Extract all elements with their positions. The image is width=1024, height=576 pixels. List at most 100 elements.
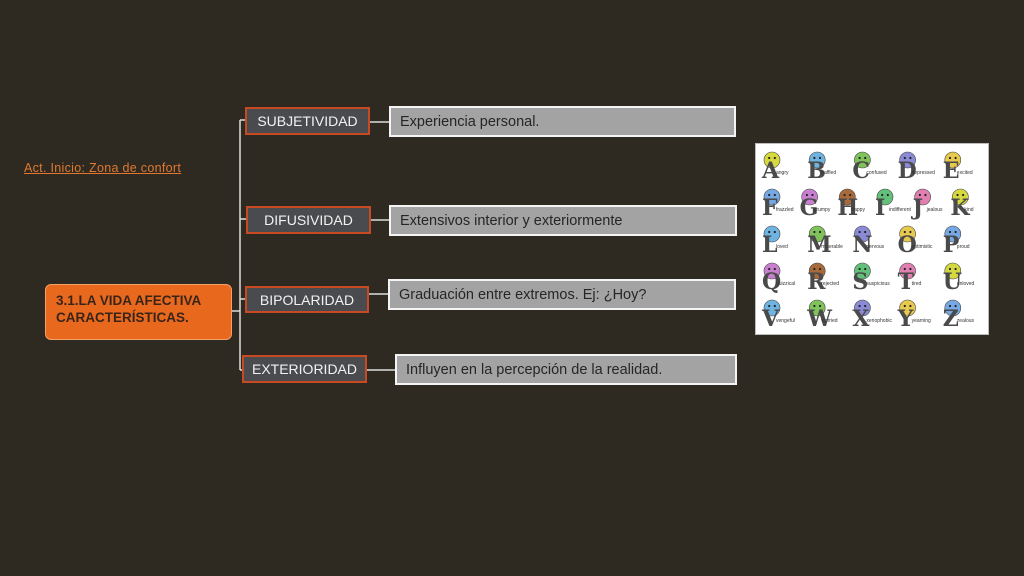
face-eye-icon: [864, 156, 867, 160]
emotion-word: optimistic: [912, 244, 933, 250]
emotion-word: baffled: [821, 170, 836, 176]
face-eye-icon: [903, 267, 906, 271]
emotion-face-icon: [839, 188, 856, 206]
emotion-face-icon: [763, 225, 781, 243]
face-eye-icon: [858, 267, 861, 271]
face-eye-icon: [768, 267, 771, 271]
emotion-word: happy: [851, 207, 865, 213]
emotion-face-icon: [899, 151, 916, 169]
emotion-face-icon: [854, 151, 871, 169]
emotion-face-icon: [854, 299, 871, 317]
alphabet-letter: E: [943, 158, 960, 184]
alphabet-letter: S: [852, 269, 868, 295]
face-eye-icon: [811, 193, 814, 197]
face-eye-icon: [773, 193, 776, 197]
emotion-word: confused: [866, 170, 887, 176]
alphabet-letter: M: [807, 232, 831, 258]
face-eye-icon: [954, 230, 957, 234]
emotion-word: angry: [776, 170, 789, 176]
face-eye-icon: [864, 267, 867, 271]
emotion-word: depressed: [912, 170, 936, 176]
emotion-word: rejected: [821, 281, 839, 287]
alphabet-letter: B: [807, 158, 826, 184]
face-eye-icon: [864, 304, 867, 308]
emotion-face-icon: [808, 262, 826, 280]
emotion-face-icon: [854, 262, 871, 280]
emotion-word: zealous: [957, 318, 975, 324]
face-eye-icon: [909, 304, 912, 308]
face-eye-icon: [886, 193, 889, 197]
emotion-word: quizzical: [776, 281, 795, 287]
face-eye-icon: [768, 230, 771, 234]
emotion-face-icon: [763, 151, 781, 169]
face-eye-icon: [954, 304, 957, 308]
alphabet-letter: J: [911, 195, 923, 221]
node-difusividad: DIFUSIVIDAD: [246, 206, 371, 234]
face-eye-icon: [805, 193, 808, 197]
face-eye-icon: [849, 193, 852, 197]
emotion-face-icon: [854, 225, 871, 243]
emotion-word: frazzled: [776, 207, 794, 213]
emotion-word: indifferent: [889, 207, 911, 213]
face-eye-icon: [813, 267, 816, 271]
face-eye-icon: [909, 230, 912, 234]
alphabet-letter: L: [762, 232, 777, 258]
emotion-word: suspicious: [866, 281, 890, 287]
emotion-face-icon: [944, 225, 962, 243]
emotion-word: jealous: [926, 207, 943, 213]
face-eye-icon: [858, 304, 861, 308]
alphabet-letter: X: [852, 306, 870, 332]
root-title: 3.1.LA VIDA AFECTIVA: [56, 293, 202, 308]
emotion-face-icon: [944, 151, 962, 169]
emotion-word: unloved: [957, 281, 975, 287]
emotion-face-icon: [808, 151, 826, 169]
emotion-face-icon: [952, 188, 969, 206]
emotion-word: vengeful: [776, 318, 795, 324]
alphabet-letter: P: [943, 232, 960, 258]
act-inicio-link[interactable]: Act. Inicio: Zona de confort: [24, 161, 182, 175]
emotion-face-icon: [944, 299, 962, 317]
face-eye-icon: [768, 193, 771, 197]
face-eye-icon: [773, 156, 776, 160]
emotion-word: xenophobic: [866, 318, 892, 324]
emotion-face-icon: [808, 299, 826, 317]
alphabet-letter: W: [806, 306, 832, 332]
alphabet-letter: D: [898, 158, 917, 184]
emotion-word: proud: [957, 244, 970, 250]
emotion-face-icon: [899, 225, 916, 243]
face-eye-icon: [954, 267, 957, 271]
face-eye-icon: [954, 156, 957, 160]
node-bipolaridad: BIPOLARIDAD: [245, 286, 369, 313]
emotion-word: nervous: [866, 244, 884, 250]
face-eye-icon: [918, 193, 921, 197]
alphabet-letter: Z: [943, 306, 959, 332]
root-node: 3.1.LA VIDA AFECTIVA CARACTERÍSTICAS.: [45, 284, 232, 340]
alphabet-letter: C: [852, 158, 870, 184]
emotion-word: kind: [964, 207, 973, 213]
alphabet-letter: R: [807, 269, 826, 295]
face-eye-icon: [813, 304, 816, 308]
face-eye-icon: [948, 156, 952, 160]
face-eye-icon: [773, 304, 776, 308]
face-eye-icon: [903, 230, 906, 234]
alphabet-letter: T: [898, 269, 915, 295]
face-eye-icon: [818, 267, 822, 271]
emotion-face-icon: [914, 188, 931, 206]
face-eye-icon: [881, 193, 884, 197]
face-eye-icon: [773, 267, 776, 271]
face-eye-icon: [903, 304, 906, 308]
root-subtitle: CARACTERÍSTICAS.: [56, 310, 189, 325]
desc-subjetividad: Experiencia personal.: [389, 106, 736, 137]
alphabet-letter: U: [943, 269, 962, 295]
emotion-face-icon: [801, 188, 818, 206]
desc-exterioridad: Influyen en la percepción de la realidad…: [395, 354, 737, 385]
alphabet-letter: F: [762, 195, 778, 221]
emotion-word: miserable: [821, 244, 843, 250]
face-eye-icon: [858, 230, 861, 234]
face-eye-icon: [948, 230, 952, 234]
face-eye-icon: [948, 267, 952, 271]
emotion-word: worried: [821, 318, 838, 324]
face-eye-icon: [768, 156, 771, 160]
alphabet-letter: H: [837, 195, 858, 221]
